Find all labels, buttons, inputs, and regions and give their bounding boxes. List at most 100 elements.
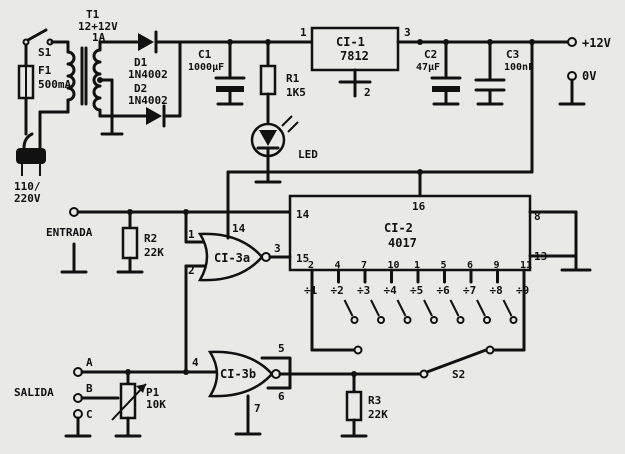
divider-select-terminal — [403, 316, 412, 324]
counter-outputs: 2÷14÷27÷310÷41÷55÷66÷79÷811÷9 — [304, 260, 532, 324]
resistor-r1-value: 1K5 — [286, 86, 306, 99]
fuse-f1-value: 500mA — [38, 78, 71, 91]
capacitor-c2-value: 47µF — [416, 62, 440, 73]
power-supply-section: 110/ 220V F1 500mA S1 — [14, 8, 611, 232]
divider-label: ÷7 — [463, 284, 476, 297]
output-section: CI-3b 4 5 6 7 R3 22K S2 A SALIDA B — [14, 280, 526, 438]
nor-gate-ci3b-ref: CI-3b — [220, 367, 256, 381]
ci3b-pin4: 4 — [192, 356, 199, 369]
diode-d1-value: 1N4002 — [128, 68, 168, 81]
salida-label: SALIDA — [14, 386, 54, 399]
ci2-output-pin: 7 — [361, 260, 367, 271]
divider-select-terminal — [430, 316, 438, 324]
terminal-0v — [558, 71, 586, 106]
resistor-r2-value: 22K — [144, 246, 164, 259]
divider-select-lead — [343, 299, 354, 317]
divider-select-terminal — [483, 316, 491, 324]
divider-select-terminal — [350, 316, 359, 324]
nor-gate-ci3a-ref: CI-3a — [214, 251, 250, 265]
ci2-output-pin: 1 — [414, 260, 420, 271]
ci2-pin15: 15 — [296, 252, 309, 265]
ci2-output-pin: 6 — [467, 260, 473, 271]
counter-ci2-ref: CI-2 — [384, 221, 413, 235]
transformer-t1-value1: 12+12V — [78, 20, 118, 33]
regulator-pin1: 1 — [300, 26, 307, 39]
divider-select-lead — [396, 299, 407, 317]
potentiometer-p1-ref: P1 — [146, 386, 160, 399]
capacitor-c3-ref: C3 — [506, 48, 519, 61]
diode-d2-ref: D2 — [134, 82, 147, 95]
regulator-pin2: 2 — [364, 86, 371, 99]
resistor-r1-ref: R1 — [286, 72, 300, 85]
divider-select-lead — [502, 299, 513, 317]
switch-s1-ref: S1 — [38, 46, 52, 59]
counter-ci2: CI-2 4017 14 15 16 8 13 2÷14÷27÷310÷41÷5… — [288, 194, 592, 324]
ci2-pin16: 16 — [412, 200, 426, 213]
switch-s2-ref: S2 — [452, 368, 465, 381]
regulator-ci1-ref: CI-1 — [336, 35, 365, 49]
nor-gate-ci3a — [197, 232, 292, 282]
salida-a-label: A — [86, 356, 93, 369]
diode-d2-value: 1N4002 — [128, 94, 168, 107]
fuse-f1-ref: F1 — [38, 64, 52, 77]
divider-label: ÷3 — [357, 284, 370, 297]
resistor-r2 — [116, 210, 144, 274]
diode-d2 — [128, 40, 182, 128]
ci2-output-pin: 10 — [388, 260, 400, 271]
mains-voltage-line2: 220V — [14, 192, 41, 205]
divider-label: ÷8 — [490, 284, 503, 297]
led-ref: LED — [298, 148, 318, 161]
potentiometer-p1-value: 10K — [146, 398, 166, 411]
terminal-plus12v — [567, 37, 577, 47]
ci2-output-pin: 11 — [520, 260, 532, 271]
ci3a-pin2: 2 — [188, 264, 195, 277]
entrada-label: ENTRADA — [46, 226, 93, 239]
switch-s1 — [22, 28, 70, 136]
transformer-t1-value2: 1A — [92, 31, 106, 44]
led-icon — [250, 115, 299, 184]
salida-c-label: C — [86, 408, 93, 421]
capacitor-c3 — [474, 40, 506, 106]
potentiometer-p1 — [111, 370, 147, 438]
input-section: ENTRADA R2 22K CI-3a 1 2 3 14 — [46, 207, 292, 374]
supply-plus-label: +12V — [582, 36, 611, 50]
capacitor-c1-value: 1000µF — [188, 62, 224, 73]
divider-select-terminal — [377, 316, 385, 324]
resistor-r3-ref: R3 — [368, 394, 381, 407]
divider-label: ÷2 — [331, 284, 344, 297]
ci2-output-pin: 4 — [335, 260, 341, 271]
ci2-output-pin: 5 — [441, 260, 447, 271]
ci3b-pin5: 5 — [278, 342, 285, 355]
capacitor-c2-ref: C2 — [424, 48, 437, 61]
counter-ci2-value: 4017 — [388, 236, 417, 250]
divider-select-lead — [423, 299, 433, 317]
divider-select-terminal — [509, 316, 518, 324]
resistor-r2-ref: R2 — [144, 232, 157, 245]
resistor-r3 — [340, 372, 368, 438]
regulator-ci1-value: 7812 — [340, 49, 369, 63]
ci3a-pin3: 3 — [274, 242, 281, 255]
ci2-output-pin: 2 — [308, 260, 314, 271]
capacitor-c2 — [430, 40, 462, 106]
divider-label: ÷5 — [410, 284, 423, 297]
diode-d1-ref: D1 — [134, 56, 148, 69]
mains-voltage-line1: 110/ — [14, 180, 41, 193]
ci3b-pin7: 7 — [254, 402, 261, 415]
capacitor-c3-value: 100nF — [504, 62, 534, 73]
resistor-r1 — [259, 40, 277, 124]
ci3a-pin1: 1 — [188, 228, 195, 241]
salida-b-label: B — [86, 382, 93, 395]
ci3a-pin14: 14 — [232, 222, 246, 235]
divider-select-lead — [449, 299, 460, 317]
capacitor-c1 — [214, 40, 246, 106]
ci3b-pin6: 6 — [278, 390, 285, 403]
mains-plug-icon — [16, 132, 46, 176]
diode-d1 — [128, 30, 182, 54]
ground-ct-icon — [100, 126, 124, 136]
divider-select-terminal — [456, 316, 465, 324]
capacitor-c1-ref: C1 — [198, 48, 212, 61]
regulator-pin3: 3 — [404, 26, 411, 39]
fuse-f1 — [17, 46, 35, 136]
divider-label: ÷6 — [437, 284, 451, 297]
